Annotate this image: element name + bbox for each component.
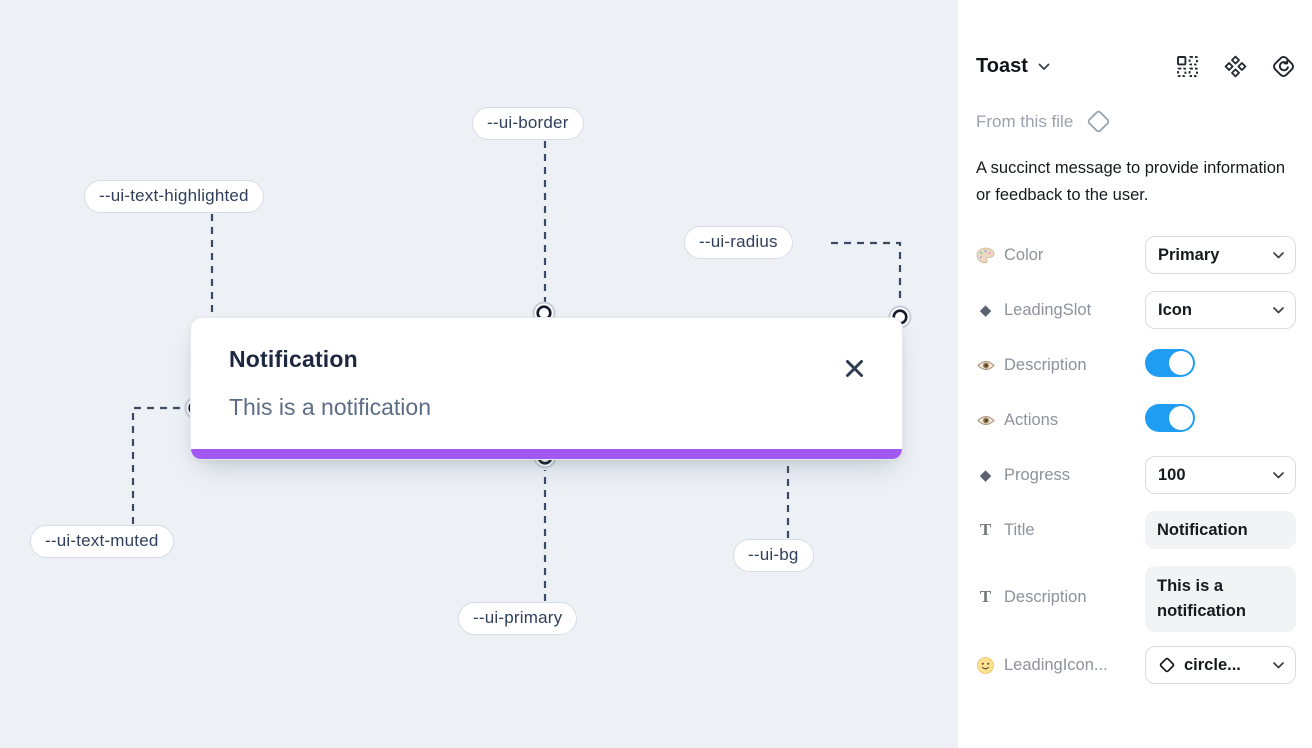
component-description: A succinct message to provide informatio… [976,159,1286,204]
toast-progress-bar [191,449,902,459]
toast-title: Notification [229,346,358,372]
prop-row-leading-slot: ◆ LeadingSlot Icon [976,291,1296,329]
component-canvas: Notification This is a notification --ui… [0,0,958,748]
prop-label-color: Color [1004,245,1044,264]
prop-label-actions-toggle: Actions [1004,410,1059,429]
prop-row-progress: ◆ Progress 100 [976,456,1296,494]
close-icon [845,359,863,377]
annotation-label-ui-bg: --ui-bg [733,539,814,572]
prop-label-leading-icon: LeadingIcon... [1004,655,1108,674]
text-prop-icon: T [979,520,992,539]
description-input[interactable]: This is a notification [1145,566,1296,632]
toast-component: Notification This is a notification [190,317,903,460]
annotation-label-ui-text-highlighted: --ui-text-highlighted [84,180,264,213]
smiley-icon [976,656,995,674]
annotation-label-ui-radius: --ui-radius [684,226,793,259]
chevron-down-icon [1273,251,1284,258]
variant-diamond-icon: ◆ [979,466,992,484]
prop-row-color: Color Primary [976,236,1296,274]
leading-slot-select[interactable]: Icon [1145,291,1296,329]
component-name: Toast [976,55,1028,77]
prop-row-title: T Title Notification [976,511,1296,549]
return-arrow-diamond-icon[interactable] [1271,54,1296,79]
component-name-dropdown[interactable] [1038,63,1050,71]
properties-panel: Toast [958,0,1312,748]
variants-diamonds-icon[interactable] [1223,54,1248,79]
eye-icon [976,414,995,427]
progress-select[interactable]: 100 [1145,456,1296,494]
icon-diamond-outline [1158,656,1176,674]
chevron-down-icon [1273,661,1284,668]
prop-label-title: Title [1004,520,1035,539]
description-toggle[interactable] [1145,348,1195,377]
property-list: Color Primary ◆ LeadingSlot Icon [976,236,1296,684]
source-label: From this file [976,111,1074,131]
prop-label-description-text: Description [1004,587,1087,606]
variant-diamond-icon: ◆ [979,301,992,319]
prop-row-description-text: T Description This is a notification [976,566,1296,632]
prop-label-description-toggle: Description [1004,355,1087,374]
connector-text-muted [131,406,183,524]
title-input[interactable]: Notification [1145,511,1296,549]
panel-header: Toast [976,54,1296,79]
chevron-down-icon [1038,63,1050,70]
prop-label-progress: Progress [1004,465,1071,484]
chevron-down-icon [1273,306,1284,313]
header-icons [1175,54,1296,79]
instance-grid-icon[interactable] [1175,54,1200,79]
toast-description: This is a notification [229,394,431,420]
prop-label-leading-slot: LeadingSlot [1004,300,1092,319]
actions-toggle[interactable] [1145,403,1195,432]
annotation-label-ui-text-muted: --ui-text-muted [30,525,174,558]
prop-row-leading-icon: LeadingIcon... circle... [976,646,1296,684]
chevron-down-icon [1273,471,1284,478]
eye-icon [976,359,995,372]
prop-row-description-toggle: Description [976,346,1296,384]
toast-close-button[interactable] [842,356,866,380]
source-row: From this file [976,108,1296,135]
connector-radius [831,241,902,304]
text-prop-icon: T [979,587,992,606]
leading-icon-select[interactable]: circle... [1145,646,1296,684]
component-diamond-icon [1088,110,1110,133]
prop-row-actions-toggle: Actions [976,401,1296,439]
color-select[interactable]: Primary [1145,236,1296,274]
palette-icon [976,247,995,264]
annotation-label-ui-border: --ui-border [472,107,584,140]
annotation-label-ui-primary: --ui-primary [458,602,578,635]
